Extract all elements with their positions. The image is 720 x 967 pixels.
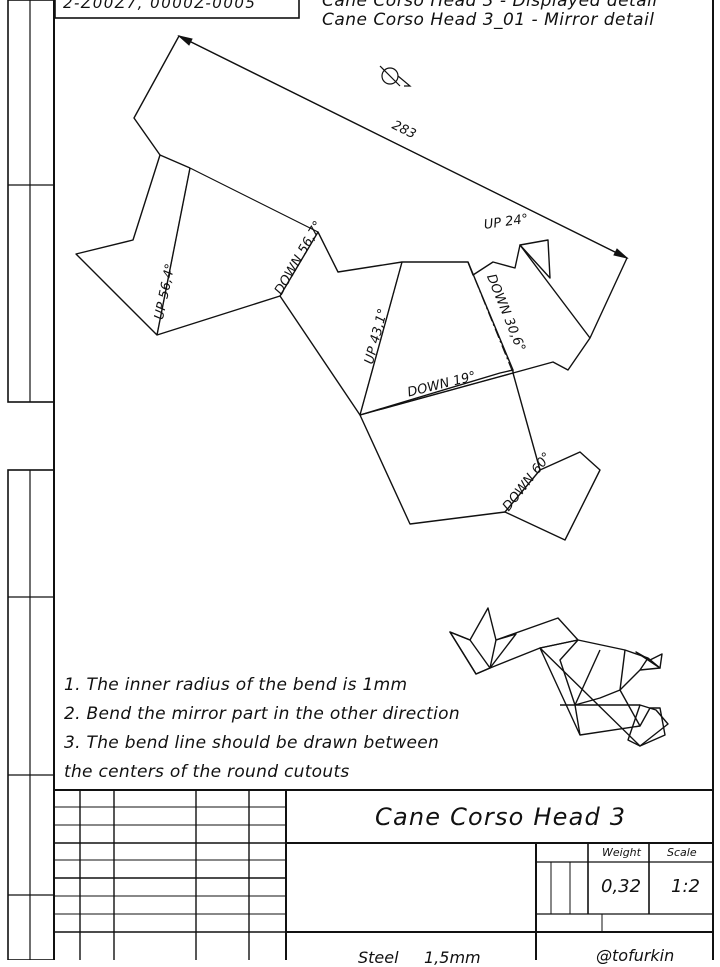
- scale-value: 1:2: [671, 876, 700, 897]
- material-label: Steel 1,5mm: [358, 948, 481, 967]
- part-name: Cane Corso Head 3: [375, 803, 627, 831]
- tab-triangle: [519, 239, 551, 279]
- note-1: 1. The inner radius of the bend is 1mm: [64, 675, 408, 695]
- header-title-line1: Cane Corso Head 3 - Displayed detail: [322, 0, 658, 11]
- overall-dimension-line: [177, 35, 629, 259]
- flip-symbol-icon: [379, 65, 412, 87]
- scale-header: Scale: [667, 846, 697, 859]
- weight-header: Weight: [602, 846, 641, 859]
- author-label: @tofurkin: [596, 946, 675, 965]
- note-3: 3. The bend line should be drawn between: [64, 733, 440, 753]
- note-4: the centers of the round cutouts: [64, 762, 350, 782]
- header-title-line2: Cane Corso Head 3_01 - Mirror detail: [322, 10, 655, 30]
- sheet-frame: [7, 0, 714, 960]
- header-code: 2-Z00Z7, 0000Z-0005: [63, 0, 257, 12]
- flat-pattern-outline: [75, 35, 628, 541]
- note-2: 2. Bend the mirror part in the other dir…: [64, 704, 460, 724]
- isometric-preview: [449, 607, 669, 747]
- weight-value: 0,32: [601, 876, 642, 897]
- title-block: [54, 789, 713, 960]
- bend-lines: [156, 167, 541, 513]
